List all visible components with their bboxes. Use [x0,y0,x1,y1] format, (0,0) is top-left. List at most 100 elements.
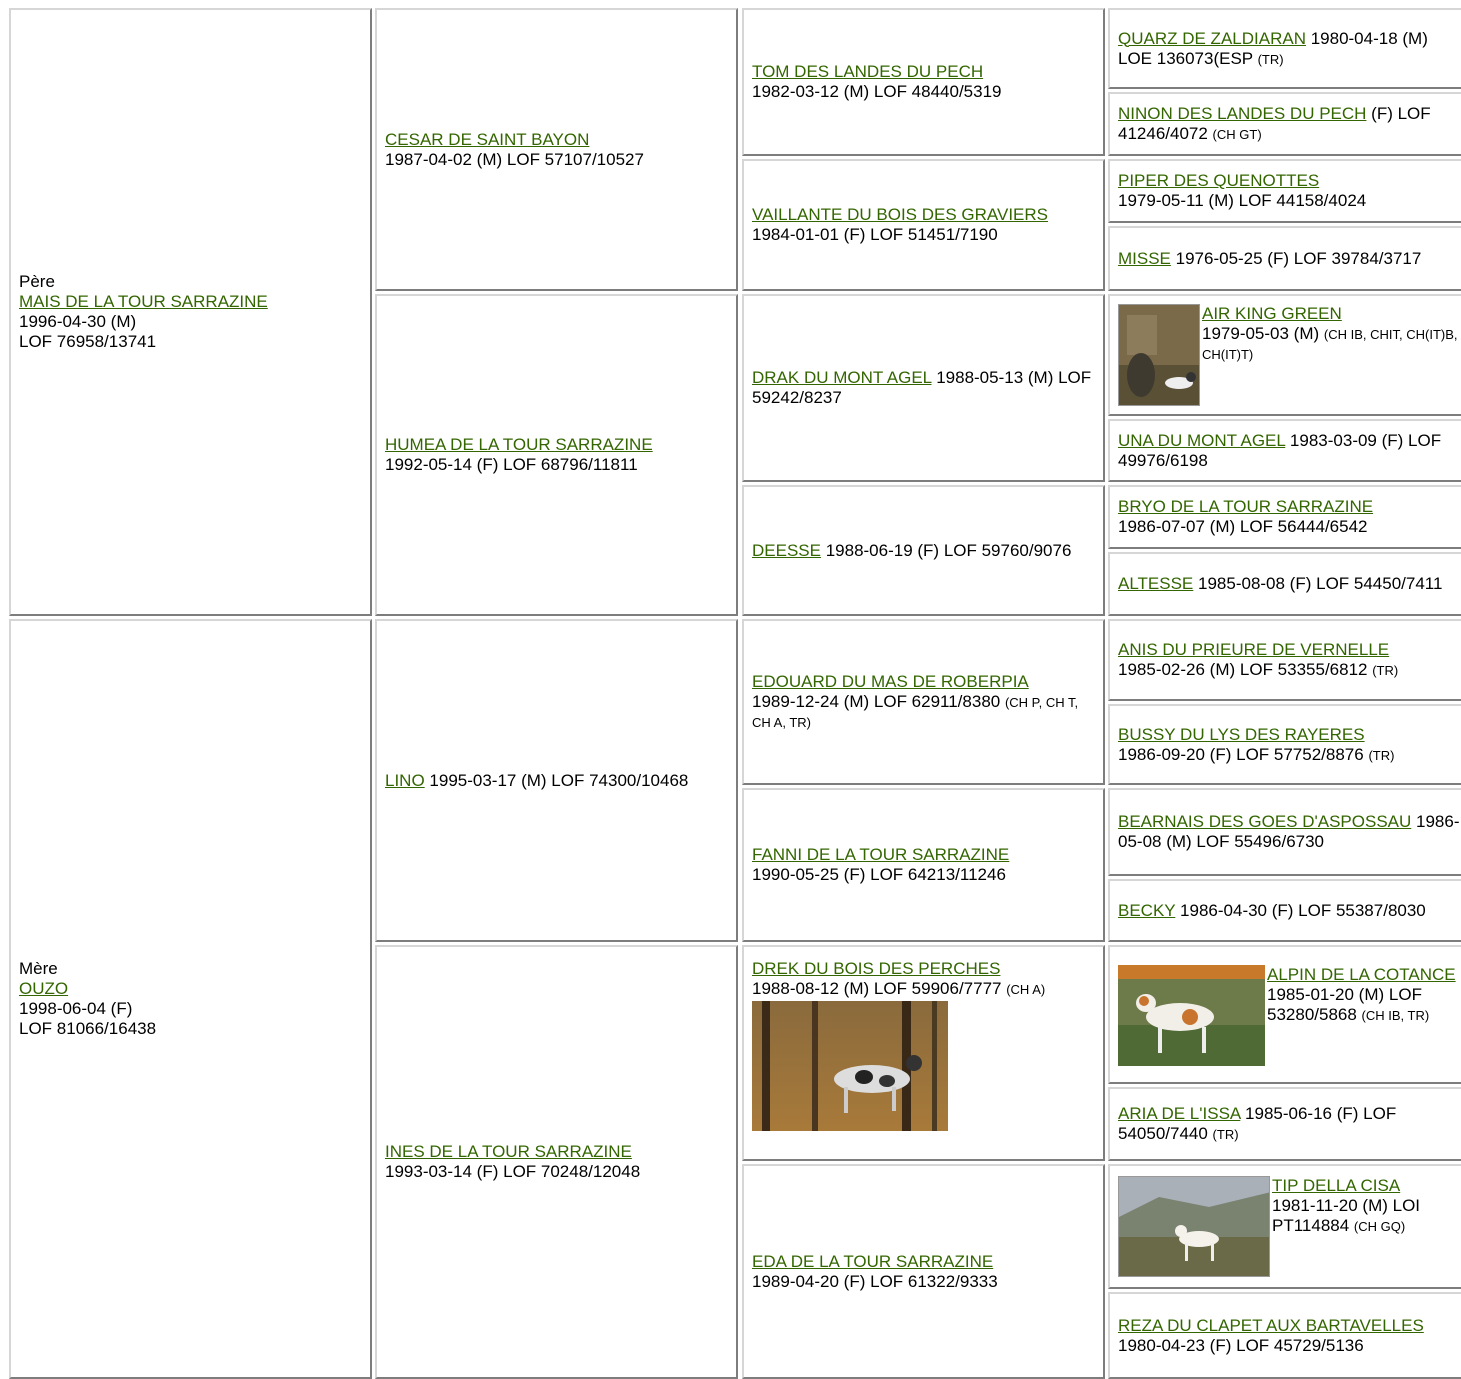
ancestor-info: 1986-05-08 (M) LOF 55496/6730 [1118,812,1460,851]
great-grandparent-cell: DREK DU BOIS DES PERCHES 1988-08-12 (M) … [742,945,1105,1161]
ancestor-titles: (TR) [1212,1127,1239,1142]
dam-label: Mère [19,959,58,978]
great-grandparent-cell: DEESSE 1988-06-19 (F) LOF 59760/9076 [742,485,1105,616]
ancestor-link[interactable]: ARIA DE L'ISSA [1118,1104,1241,1123]
ancestor-link[interactable]: AIR KING GREEN [1202,304,1342,323]
great-grandparent-link[interactable]: DRAK DU MONT AGEL [752,368,932,387]
ancestor-info: 1985-08-08 (F) LOF 54450/7411 [1193,574,1443,593]
ancestor-link[interactable]: BUSSY DU LYS DES RAYERES [1118,724,1365,744]
ancestor-cell: NINON DES LANDES DU PECH (F) LOF 41246/4… [1108,92,1461,156]
grandparent-link[interactable]: INES DE LA TOUR SARRAZINE [385,1142,632,1161]
great-grandparent-link[interactable]: DREK DU BOIS DES PERCHES [752,959,1001,978]
ancestor-cell: TIP DELLA CISA 1981-11-20 (M) LOI PT1148… [1108,1164,1461,1289]
sire-label: Père [19,272,55,291]
ancestor-info: 1985-01-20 (M) LOF 53280/5868 [1267,985,1422,1024]
ancestor-info: 1981-11-20 (M) LOI PT114884 [1272,1196,1421,1235]
ancestor-link[interactable]: NINON DES LANDES DU PECH [1118,104,1367,123]
great-grandparent-cell: VAILLANTE DU BOIS DES GRAVIERS 1984-01-0… [742,159,1105,291]
ancestor-cell: REZA DU CLAPET AUX BARTAVELLES 1980-04-2… [1108,1292,1461,1379]
ancestor-cell: ALTESSE 1985-08-08 (F) LOF 54450/7411 [1108,552,1461,616]
great-grandparent-info: 1988-08-12 (M) LOF 59906/7777 [752,979,1007,998]
grandparent-cell: LINO 1995-03-17 (M) LOF 74300/10468 [375,619,738,942]
great-grandparent-info: 1990-05-25 (F) LOF 64213/11246 [752,865,1006,884]
ancestor-info: 1980-04-23 (F) LOF 45729/5136 [1118,1335,1364,1355]
ancestor-info: 1985-06-16 (F) LOF 54050/7440 [1118,1104,1397,1143]
ancestor-link[interactable]: ALTESSE [1118,574,1194,593]
ancestor-info: 1976-05-25 (F) LOF 39784/3717 [1170,248,1422,268]
great-grandparent-cell: DRAK DU MONT AGEL 1988-05-13 (M) LOF 592… [742,294,1105,482]
ancestor-link[interactable]: ALPIN DE LA COTANCE [1267,965,1456,984]
great-grandparent-link[interactable]: EDA DE LA TOUR SARRAZINE [752,1251,994,1271]
dog-photo[interactable] [1118,965,1265,1066]
grandparent-link[interactable]: CESAR DE SAINT BAYON [385,129,590,149]
ancestor-cell: QUARZ DE ZALDIARAN 1980-04-18 (M) LOE 13… [1108,8,1461,89]
grandparent-link[interactable]: LINO [385,770,425,790]
ancestor-info: 1986-04-30 (F) LOF 55387/8030 [1175,900,1426,920]
great-grandparent-link[interactable]: TOM DES LANDES DU PECH [752,62,984,81]
great-grandparent-link[interactable]: DEESSE [752,540,821,560]
great-grandparent-info: 1989-12-24 (M) LOF 62911/8380 [752,692,1005,711]
ancestor-info: 1986-07-07 (M) LOF 56444/6542 [1118,517,1368,536]
great-grandparent-info: 1982-03-12 (M) LOF 48440/5319 [752,82,1002,101]
great-grandparent-info: 1984-01-01 (F) LOF 51451/7190 [752,225,998,244]
sire-link[interactable]: MAIS DE LA TOUR SARRAZINE [19,292,268,311]
great-grandparent-info: 1989-04-20 (F) LOF 61322/9333 [752,1271,998,1291]
ancestor-link[interactable]: TIP DELLA CISA [1272,1176,1401,1195]
grandparent-link[interactable]: HUMEA DE LA TOUR SARRAZINE [385,435,653,454]
great-grandparent-info: 1988-05-13 (M) LOF 59242/8237 [752,368,1092,407]
great-grandparent-link[interactable]: EDOUARD DU MAS DE ROBERPIA [752,672,1029,691]
ancestor-titles: (TR) [1372,663,1399,678]
great-grandparent-titles: (CH A) [1006,982,1046,997]
ancestor-cell: AIR KING GREEN 1979-05-03 (M) (CH IB, CH… [1108,294,1461,416]
dam-cell: Mère OUZO 1998-06-04 (F) LOF 81066/16438 [9,619,372,1379]
ancestor-titles: (CH IB, TR) [1361,1008,1430,1023]
ancestor-info: 1979-05-11 (M) LOF 44158/4024 [1118,191,1367,210]
ancestor-info: (F) LOF 41246/4072 [1118,104,1431,143]
ancestor-link[interactable]: BECKY [1118,900,1176,920]
ancestor-info: 1980-04-18 (M) LOE 136073(ESP [1118,28,1428,68]
great-grandparent-titles: (CH P, CH T, CH A, TR) [752,695,1079,730]
ancestor-info: 1986-09-20 (F) LOF 57752/8876 [1118,744,1369,764]
ancestor-link[interactable]: QUARZ DE ZALDIARAN [1118,28,1306,48]
dog-photo[interactable] [1118,1176,1270,1277]
ancestor-link[interactable]: ANIS DU PRIEURE DE VERNELLE [1118,640,1390,659]
ancestor-info: 1983-03-09 (F) LOF 49976/6198 [1118,430,1442,470]
grandparent-info: 1992-05-14 (F) LOF 68796/11811 [385,455,638,474]
ancestor-link[interactable]: BRYO DE LA TOUR SARRAZINE [1118,497,1374,516]
ancestor-link[interactable]: BEARNAIS DES GOES D'ASPOSSAU [1118,812,1412,831]
grandparent-info: 1987-04-02 (M) LOF 57107/10527 [385,149,644,169]
great-grandparent-link[interactable]: FANNI DE LA TOUR SARRAZINE [752,845,1010,864]
great-grandparent-info: 1988-06-19 (F) LOF 59760/9076 [820,540,1072,560]
dam-registry: LOF 81066/16438 [19,1019,157,1038]
ancestor-cell: ARIA DE L'ISSA 1985-06-16 (F) LOF 54050/… [1108,1087,1461,1161]
ancestor-link[interactable]: UNA DU MONT AGEL [1118,430,1286,450]
grandparent-info: 1995-03-17 (M) LOF 74300/10468 [424,770,689,790]
ancestor-link[interactable]: REZA DU CLAPET AUX BARTAVELLES [1118,1315,1424,1335]
sire-birth: 1996-04-30 (M) [19,312,137,331]
dam-birth: 1998-06-04 (F) [19,999,133,1018]
ancestor-cell: MISSE 1976-05-25 (F) LOF 39784/3717 [1108,226,1461,291]
sire-cell: Père MAIS DE LA TOUR SARRAZINE 1996-04-3… [9,8,372,616]
dog-photo[interactable] [1118,304,1200,406]
ancestor-titles: (TR) [1257,51,1284,67]
great-grandparent-link[interactable]: VAILLANTE DU BOIS DES GRAVIERS [752,205,1049,224]
ancestor-link[interactable]: MISSE [1118,248,1171,268]
dam-link[interactable]: OUZO [19,979,69,998]
ancestor-titles: (CH GQ) [1353,1219,1406,1234]
ancestor-titles: (CH IB, CHIT, CH(IT)B, CH(IT)T) [1202,327,1458,362]
ancestor-info: 1985-02-26 (M) LOF 53355/6812 [1118,660,1373,679]
ancestor-cell: BECKY 1986-04-30 (F) LOF 55387/8030 [1108,879,1461,942]
ancestor-link[interactable]: PIPER DES QUENOTTES [1118,171,1320,190]
ancestor-info: 1979-05-03 (M) [1202,324,1324,343]
dog-photo[interactable] [752,1001,948,1131]
